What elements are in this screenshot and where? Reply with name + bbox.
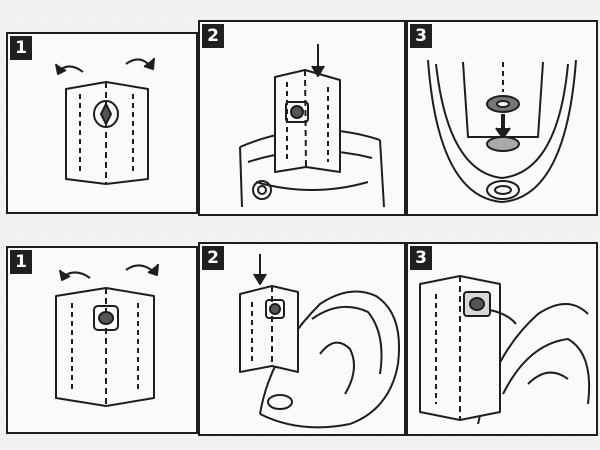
step-number-badge: 2 (202, 24, 224, 48)
step-panel-row2-3: 3 (406, 242, 598, 436)
step-panel-row2-2: 2 (198, 242, 406, 436)
step-number-badge: 3 (410, 246, 432, 270)
step-panel-row1-3: 3 (406, 20, 598, 216)
step-panel-row1-2: 2 (198, 20, 406, 216)
bag-insert-into-vacuum-icon (239, 254, 400, 429)
step-panel-row1-1: 1 (6, 32, 198, 214)
step-number-badge: 1 (10, 36, 32, 60)
step-number-badge: 1 (10, 250, 32, 274)
bag-attached-to-vacuum-icon (419, 275, 591, 425)
bag-unfold-icon (55, 263, 159, 407)
step-panel-row2-1: 1 (6, 246, 198, 434)
step-number-badge: 3 (410, 24, 432, 48)
step-number-badge: 2 (202, 246, 224, 270)
bag-seated-in-canister-icon (427, 59, 577, 203)
bag-unfold-icon (55, 57, 155, 185)
bag-insert-into-canister-icon (239, 44, 385, 208)
